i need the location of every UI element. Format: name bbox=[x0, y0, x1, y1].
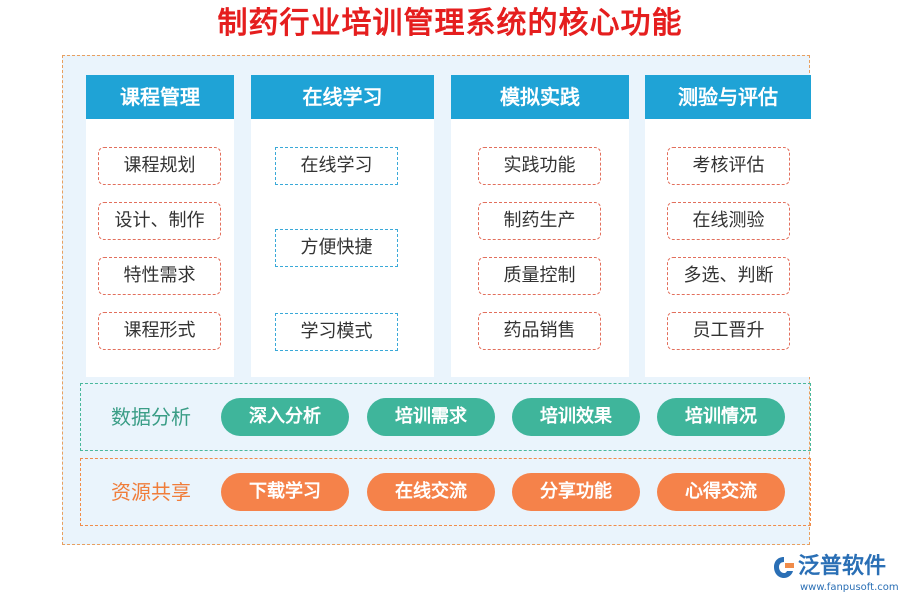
column-item: 课程形式 bbox=[98, 312, 221, 350]
column-item: 方便快捷 bbox=[275, 229, 398, 267]
column-item: 员工晋升 bbox=[667, 312, 790, 350]
column-course-management: 课程管理 课程规划 设计、制作 特性需求 课程形式 bbox=[86, 75, 234, 377]
page-title: 制药行业培训管理系统的核心功能 bbox=[217, 6, 683, 41]
column-test-evaluation: 测验与评估 考核评估 在线测验 多选、判断 员工晋升 bbox=[645, 75, 811, 377]
column-item: 多选、判断 bbox=[667, 257, 790, 295]
column-online-learning: 在线学习 在线学习 方便快捷 学习模式 bbox=[251, 75, 434, 377]
column-item: 实践功能 bbox=[478, 147, 601, 185]
column-header: 模拟实践 bbox=[451, 75, 629, 119]
data-analysis-pill: 深入分析 bbox=[221, 398, 349, 436]
data-analysis-pill: 培训需求 bbox=[367, 398, 495, 436]
data-analysis-pill: 培训效果 bbox=[512, 398, 640, 436]
column-item: 学习模式 bbox=[275, 313, 398, 351]
column-item: 质量控制 bbox=[478, 257, 601, 295]
brand-logo: 泛普软件 www.fanpusoft.com bbox=[772, 553, 899, 597]
column-item: 药品销售 bbox=[478, 312, 601, 350]
brand-name: 泛普软件 bbox=[798, 554, 887, 579]
column-item: 制药生产 bbox=[478, 202, 601, 240]
column-simulation-practice: 模拟实践 实践功能 制药生产 质量控制 药品销售 bbox=[451, 75, 629, 377]
resource-sharing-pill: 下载学习 bbox=[221, 473, 349, 511]
brand-url: www.fanpusoft.com bbox=[800, 582, 899, 593]
data-analysis-pill: 培训情况 bbox=[657, 398, 785, 436]
resource-sharing-pill: 分享功能 bbox=[512, 473, 640, 511]
column-item: 设计、制作 bbox=[98, 202, 221, 240]
resource-sharing-pill: 在线交流 bbox=[367, 473, 495, 511]
column-item: 在线学习 bbox=[275, 147, 398, 185]
column-header: 测验与评估 bbox=[645, 75, 811, 119]
fanpu-logo-icon bbox=[774, 557, 794, 578]
column-header: 课程管理 bbox=[86, 75, 234, 119]
data-analysis-label: 数据分析 bbox=[111, 405, 191, 429]
resource-sharing-label: 资源共享 bbox=[111, 480, 191, 504]
column-item: 考核评估 bbox=[667, 147, 790, 185]
column-item: 课程规划 bbox=[98, 147, 221, 185]
resource-sharing-pill: 心得交流 bbox=[657, 473, 785, 511]
column-item: 特性需求 bbox=[98, 257, 221, 295]
data-analysis-band: 数据分析 深入分析 培训需求 培训效果 培训情况 bbox=[80, 383, 811, 451]
column-item: 在线测验 bbox=[667, 202, 790, 240]
resource-sharing-band: 资源共享 下载学习 在线交流 分享功能 心得交流 bbox=[80, 458, 811, 526]
column-header: 在线学习 bbox=[251, 75, 434, 119]
